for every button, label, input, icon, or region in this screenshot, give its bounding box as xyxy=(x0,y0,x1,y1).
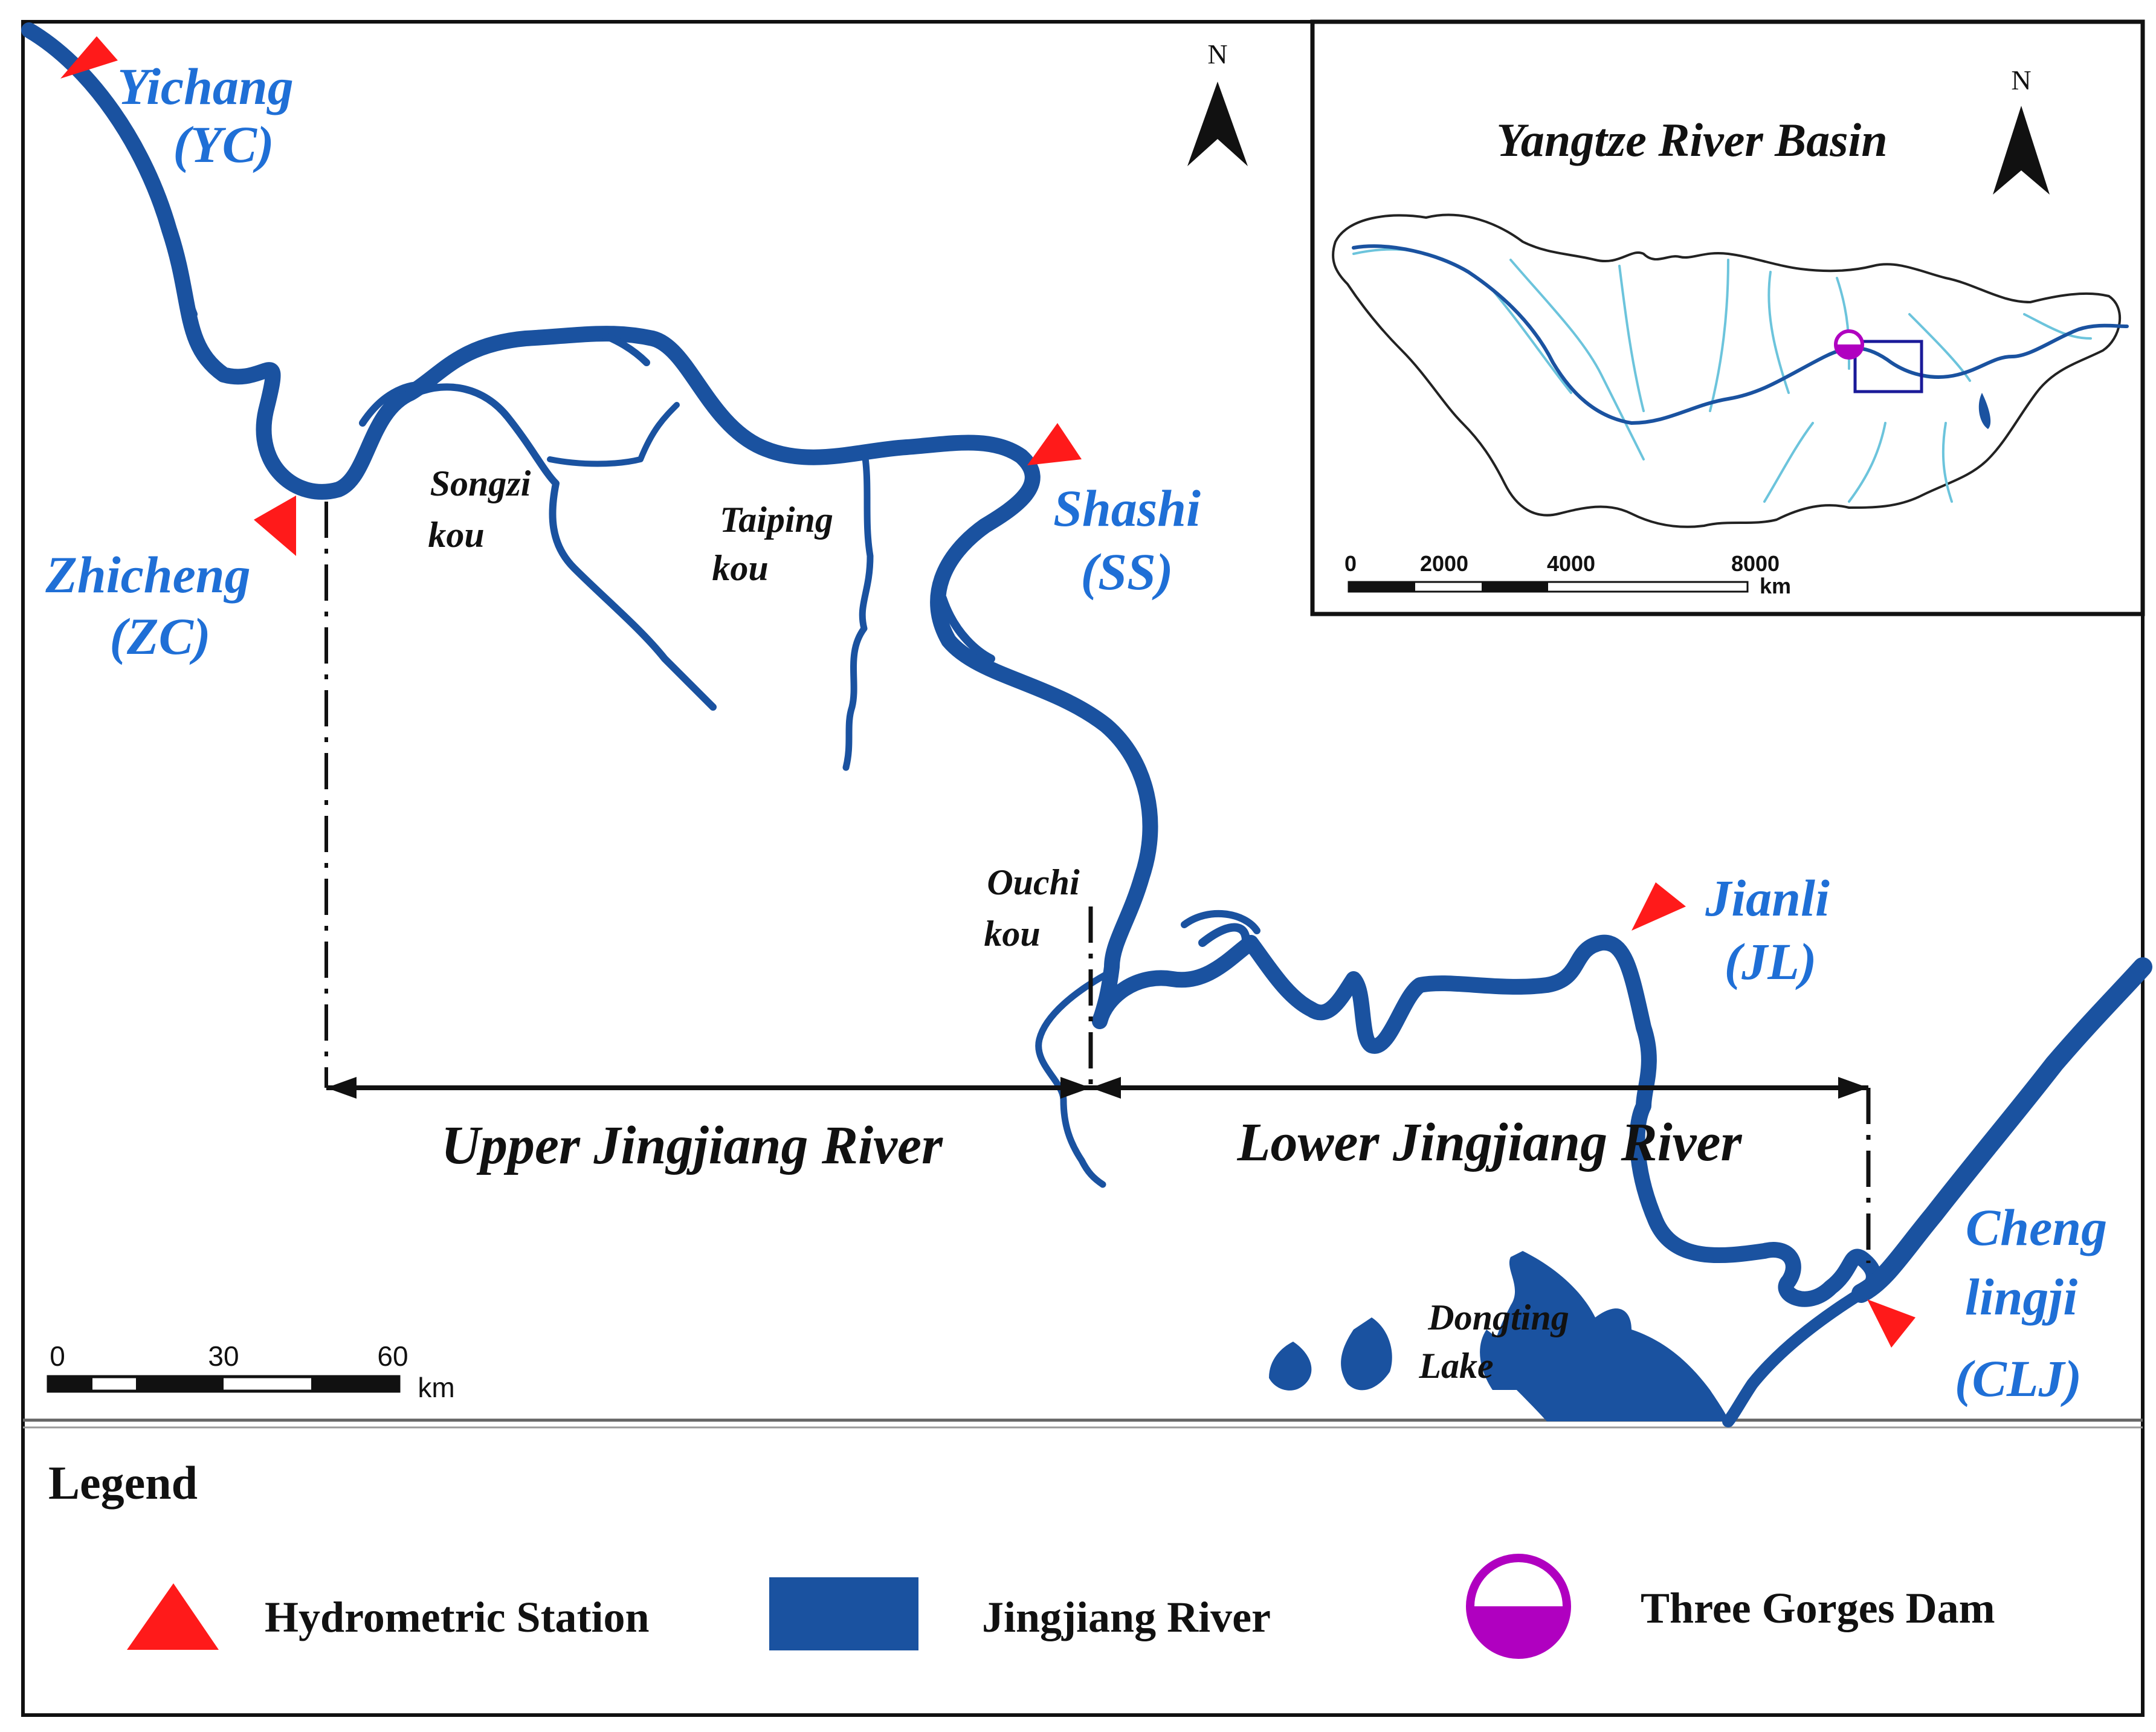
station-yichang-marker xyxy=(60,36,118,79)
legend-dam-label: Three Gorges Dam xyxy=(1641,1584,1995,1632)
label-lower-reach: Lower Jingjiang River xyxy=(1236,1113,1742,1172)
label-zhicheng: Zhicheng xyxy=(45,546,250,604)
station-jianli-marker xyxy=(1632,882,1686,931)
three-gorges-dam-marker xyxy=(1834,329,1864,360)
label-jianli-code: (JL) xyxy=(1725,932,1817,990)
svg-text:km: km xyxy=(1760,574,1791,598)
svg-text:8000: 8000 xyxy=(1731,551,1780,576)
lower-yangtze xyxy=(1851,957,2152,1303)
label-dongting: Dongting xyxy=(1427,1297,1569,1337)
inset-yangtze xyxy=(1352,244,2129,425)
svg-text:4000: 4000 xyxy=(1547,551,1595,576)
north-arrow: N xyxy=(1187,39,1248,166)
label-chenglingji-code: (CLJ) xyxy=(1955,1349,2082,1407)
legend-station-icon xyxy=(127,1583,219,1650)
label-taiping-kou: kou xyxy=(712,548,768,588)
taiping-branch xyxy=(842,447,874,771)
station-zhicheng-marker xyxy=(254,496,296,556)
label-chenglingji-2: lingji xyxy=(1965,1268,2078,1326)
label-shashi: Shashi xyxy=(1053,479,1201,537)
svg-text:0: 0 xyxy=(50,1340,65,1372)
legend-title: Legend xyxy=(48,1456,198,1509)
inset-title: Yangtze River Basin xyxy=(1496,114,1887,166)
songzi-branch xyxy=(413,383,717,711)
label-ouchi: Ouchi xyxy=(987,862,1080,902)
label-shashi-code: (SS) xyxy=(1081,543,1173,601)
label-lake: Lake xyxy=(1418,1346,1493,1386)
svg-text:30: 30 xyxy=(208,1340,239,1372)
label-taiping: Taiping xyxy=(720,500,833,540)
label-yichang: Yichang xyxy=(117,57,294,115)
inset-map: Yangtze River Basin N xyxy=(1310,19,2145,616)
inset-scale-bar: 0 2000 4000 8000 km xyxy=(1344,551,1791,598)
main-channel xyxy=(21,22,1882,1307)
legend-river-label: Jingjiang River xyxy=(982,1593,1271,1641)
svg-text:N: N xyxy=(1207,39,1227,69)
svg-text:km: km xyxy=(418,1372,454,1403)
station-chenglingji-marker xyxy=(1867,1299,1916,1348)
station-shashi-marker xyxy=(1027,423,1082,465)
label-zhicheng-code: (ZC) xyxy=(109,607,210,665)
label-songzi: Songzi xyxy=(430,464,531,503)
basin-outline xyxy=(1332,213,2122,528)
main-scale-bar: 0 30 60 km xyxy=(47,1340,455,1403)
jingjiang-river xyxy=(21,22,2152,1427)
svg-text:2000: 2000 xyxy=(1420,551,1468,576)
label-yichang-code: (YC) xyxy=(173,115,274,173)
label-ouchi-kou: kou xyxy=(984,914,1040,954)
svg-text:N: N xyxy=(2011,65,2031,95)
dongting-lake xyxy=(1269,1251,1728,1421)
label-chenglingji-1: Cheng xyxy=(1966,1198,2107,1256)
legend-dam-icon xyxy=(1466,1554,1571,1659)
label-upper-reach: Upper Jingjiang River xyxy=(441,1116,943,1175)
label-jianli: Jianli xyxy=(1705,869,1830,927)
label-songzi-kou: kou xyxy=(428,515,484,555)
legend: Legend Hydrometric Station Jingjiang Riv… xyxy=(48,1456,1995,1659)
svg-text:60: 60 xyxy=(377,1340,408,1372)
study-area-box xyxy=(1853,340,1923,393)
legend-river-icon xyxy=(769,1577,918,1650)
svg-text:0: 0 xyxy=(1344,551,1357,576)
legend-station-label: Hydrometric Station xyxy=(265,1593,650,1641)
reach-markers xyxy=(324,502,1871,1263)
